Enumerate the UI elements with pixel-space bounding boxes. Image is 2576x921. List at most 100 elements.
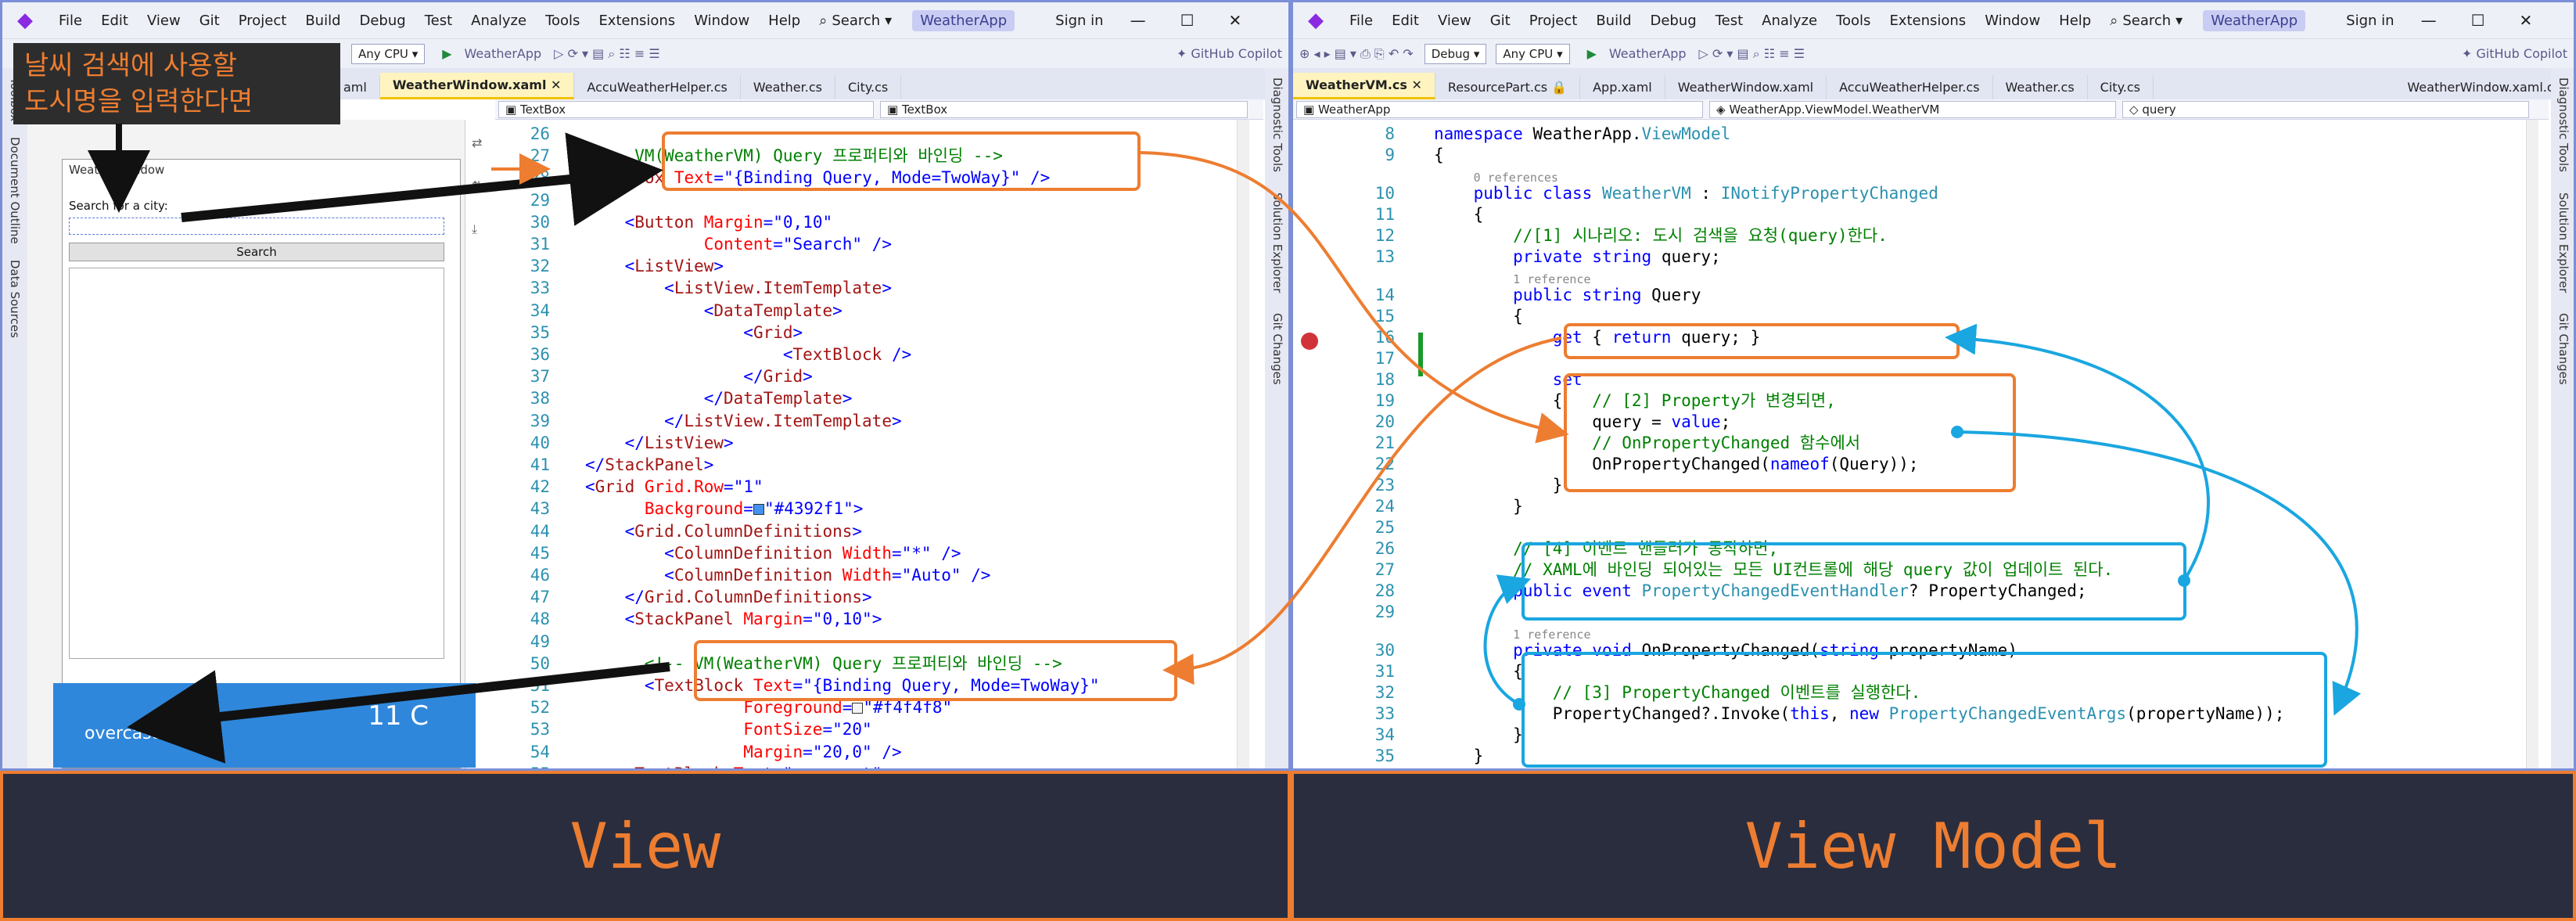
maximize-button[interactable]: ☐ — [2470, 11, 2485, 30]
left-editor-scrollbar[interactable] — [1237, 120, 1249, 768]
strip-diagnostic-tools[interactable]: Diagnostic Tools — [2556, 77, 2571, 172]
menu-extensions[interactable]: Extensions — [598, 12, 676, 29]
menu-git[interactable]: Git — [1489, 12, 1511, 29]
strip-git-changes[interactable]: Git Changes — [2556, 313, 2571, 385]
strip-solution-explorer[interactable]: Solution Explorer — [1270, 192, 1284, 293]
code-line[interactable]: OnPropertyChanged(nameof(Query)); — [1434, 455, 1919, 473]
code-line[interactable]: </Grid.ColumnDefinitions> — [624, 588, 872, 607]
code-line[interactable]: <Grid.ColumnDefinitions> — [624, 521, 863, 541]
menu-tools[interactable]: Tools — [1836, 12, 1871, 29]
code-line[interactable]: } — [1434, 497, 1523, 516]
menu-test[interactable]: Test — [424, 12, 453, 29]
copilot-button[interactable]: ✦ GitHub Copilot — [1176, 46, 1282, 61]
code-line[interactable]: set — [1552, 370, 1583, 389]
code-line[interactable]: <TextBlock /> — [782, 345, 912, 364]
menu-help[interactable]: Help — [768, 12, 801, 29]
code-line[interactable]: <Button Margin="0,10" — [624, 212, 833, 232]
code-line[interactable]: query = value; — [1434, 412, 1731, 431]
menu-view[interactable]: View — [146, 12, 181, 29]
code-line[interactable]: PropertyChanged?.Invoke(this, new Proper… — [1434, 704, 2285, 723]
nav-type-dropdown[interactable]: ▣ TextBox — [498, 100, 874, 118]
code-line[interactable]: <ListView.ItemTemplate> — [664, 279, 892, 298]
tab-city[interactable]: City.cs — [2088, 75, 2154, 99]
nav-project-dropdown[interactable]: ▣ WeatherApp — [1296, 100, 1703, 118]
menu-build[interactable]: Build — [1596, 12, 1632, 29]
platform-dropdown[interactable]: Any CPU ▾ — [351, 43, 426, 64]
code-line[interactable]: namespace WeatherApp.ViewModel — [1434, 124, 1731, 143]
strip-diagnostic-tools[interactable]: Diagnostic Tools — [1270, 77, 1284, 172]
code-line[interactable]: { // [2] Property가 변경되면, — [1434, 391, 1836, 410]
designer-search-button[interactable]: Search — [69, 243, 444, 261]
menu-help[interactable]: Help — [2059, 12, 2092, 29]
sign-in-link[interactable]: Sign in — [1055, 12, 1104, 29]
menu-file[interactable]: File — [59, 12, 83, 29]
code-line[interactable]: </Grid> — [743, 367, 813, 387]
tab-weatherwindow-xaml-cs[interactable]: WeatherWindow.xaml.cs — [2395, 75, 2574, 99]
code-line[interactable]: <ListView> — [624, 257, 724, 276]
menu-window[interactable]: Window — [694, 12, 750, 29]
code-line[interactable]: </DataTemplate> — [703, 389, 853, 408]
tab-close-icon[interactable]: ✕ — [551, 77, 562, 92]
code-line[interactable]: <TextBlock Text="overcast" — [585, 763, 882, 768]
visual-studio-logo-icon[interactable]: ◆ — [17, 9, 33, 32]
code-line[interactable]: <!-- VM(WeatherVM) Query 프로퍼티와 바인딩 --> — [644, 653, 1062, 673]
right-editor-scrollbar[interactable] — [2526, 120, 2538, 768]
sidebar-item-document-outline[interactable]: Document Outline — [8, 137, 22, 244]
code-line[interactable]: // OnPropertyChanged 함수에서 — [1592, 434, 1861, 452]
expand-icon[interactable]: ⇅ — [472, 178, 483, 193]
code-line[interactable]: Margin="20,0" /> — [743, 742, 902, 761]
designer-city-listview[interactable] — [69, 268, 444, 659]
tab-weather[interactable]: Weather.cs — [741, 75, 835, 99]
code-line[interactable]: { — [1434, 307, 1523, 326]
copilot-button[interactable]: ✦ GitHub Copilot — [2461, 46, 2567, 61]
code-line[interactable]: { — [1434, 205, 1484, 224]
code-line[interactable]: } — [1434, 747, 1484, 765]
menu-edit[interactable]: Edit — [1392, 12, 1419, 29]
code-line[interactable]: { — [1434, 662, 1523, 681]
search-box[interactable]: ⌕Search▾ — [2110, 12, 2183, 29]
tab-city[interactable]: City.cs — [835, 75, 902, 99]
code-line[interactable]: FontSize="20" — [743, 720, 872, 739]
code-line[interactable]: <Grid> — [743, 322, 803, 342]
tab-weatherwindow-xaml[interactable]: WeatherWindow.xaml ✕ — [379, 73, 575, 99]
nav-member-dropdown[interactable]: ▣ TextBox — [880, 100, 1248, 118]
platform-dropdown[interactable]: Any CPU ▾ — [1496, 43, 1570, 64]
code-line[interactable]: </ListView> — [624, 433, 734, 452]
toolbar-icons[interactable]: ▷ ⟳ ▾ ▤ ⌕ ☷ ≡ ☰ — [554, 45, 660, 61]
strip-git-changes[interactable]: Git Changes — [1270, 313, 1284, 385]
code-line[interactable]: } — [1434, 725, 1523, 744]
menu-window[interactable]: Window — [1985, 12, 2041, 29]
toolbar-icons-2[interactable]: ▷ ⟳ ▾ ▤ ⌕ ☷ ≡ ☰ — [1698, 45, 1805, 61]
strip-solution-explorer[interactable]: Solution Explorer — [2556, 192, 2571, 293]
code-line[interactable]: Content="Search" /> — [703, 235, 892, 254]
code-line[interactable]: { — [1434, 146, 1444, 164]
code-line[interactable]: <ColumnDefinition Width="*" /> — [664, 543, 961, 563]
menu-extensions[interactable]: Extensions — [1889, 12, 1967, 29]
run-icon[interactable]: ▶ — [1586, 46, 1597, 61]
code-line[interactable]: </ListView.ItemTemplate> — [664, 411, 902, 430]
nav-class-dropdown[interactable]: ◈ WeatherApp.ViewModel.WeatherVM — [1709, 100, 2116, 118]
menu-debug[interactable]: Debug — [359, 12, 406, 29]
run-target-label[interactable]: WeatherApp — [464, 46, 542, 61]
tab-weathervm-cs[interactable]: WeatherVM.cs ✕ — [1293, 73, 1435, 99]
code-line[interactable]: <Grid Grid.Row="1" — [585, 477, 763, 497]
code-line[interactable]: <DataTemplate> — [703, 300, 842, 320]
tab-weatherwindow-xaml[interactable]: WeatherWindow.xaml — [1665, 75, 1827, 99]
menu-build[interactable]: Build — [305, 12, 341, 29]
menu-view[interactable]: View — [1437, 12, 1471, 29]
code-line[interactable]: <ColumnDefinition Width="Auto" /> — [664, 566, 991, 585]
menu-analyze[interactable]: Analyze — [1762, 12, 1818, 29]
code-line[interactable]: //[1] 시나리오: 도시 검색을 요청(query)한다. — [1513, 226, 1888, 245]
breakpoint-icon[interactable] — [1301, 333, 1318, 350]
tab-close-icon[interactable]: ✕ — [1411, 77, 1422, 92]
code-line[interactable]: private string query; — [1513, 247, 1721, 266]
code-line[interactable]: public class WeatherVM : INotifyProperty… — [1473, 184, 1938, 203]
code-line[interactable]: Background="#4392f1"> — [644, 499, 864, 519]
menu-tools[interactable]: Tools — [545, 12, 580, 29]
collapse-icon[interactable]: ⤓ — [472, 221, 478, 236]
designer-city-textbox[interactable] — [69, 218, 444, 235]
code-line[interactable]: </StackPanel> — [585, 455, 714, 474]
tab-accuweatherhelper[interactable]: AccuWeatherHelper.cs — [1827, 75, 1993, 99]
maximize-button[interactable]: ☐ — [1180, 11, 1195, 30]
